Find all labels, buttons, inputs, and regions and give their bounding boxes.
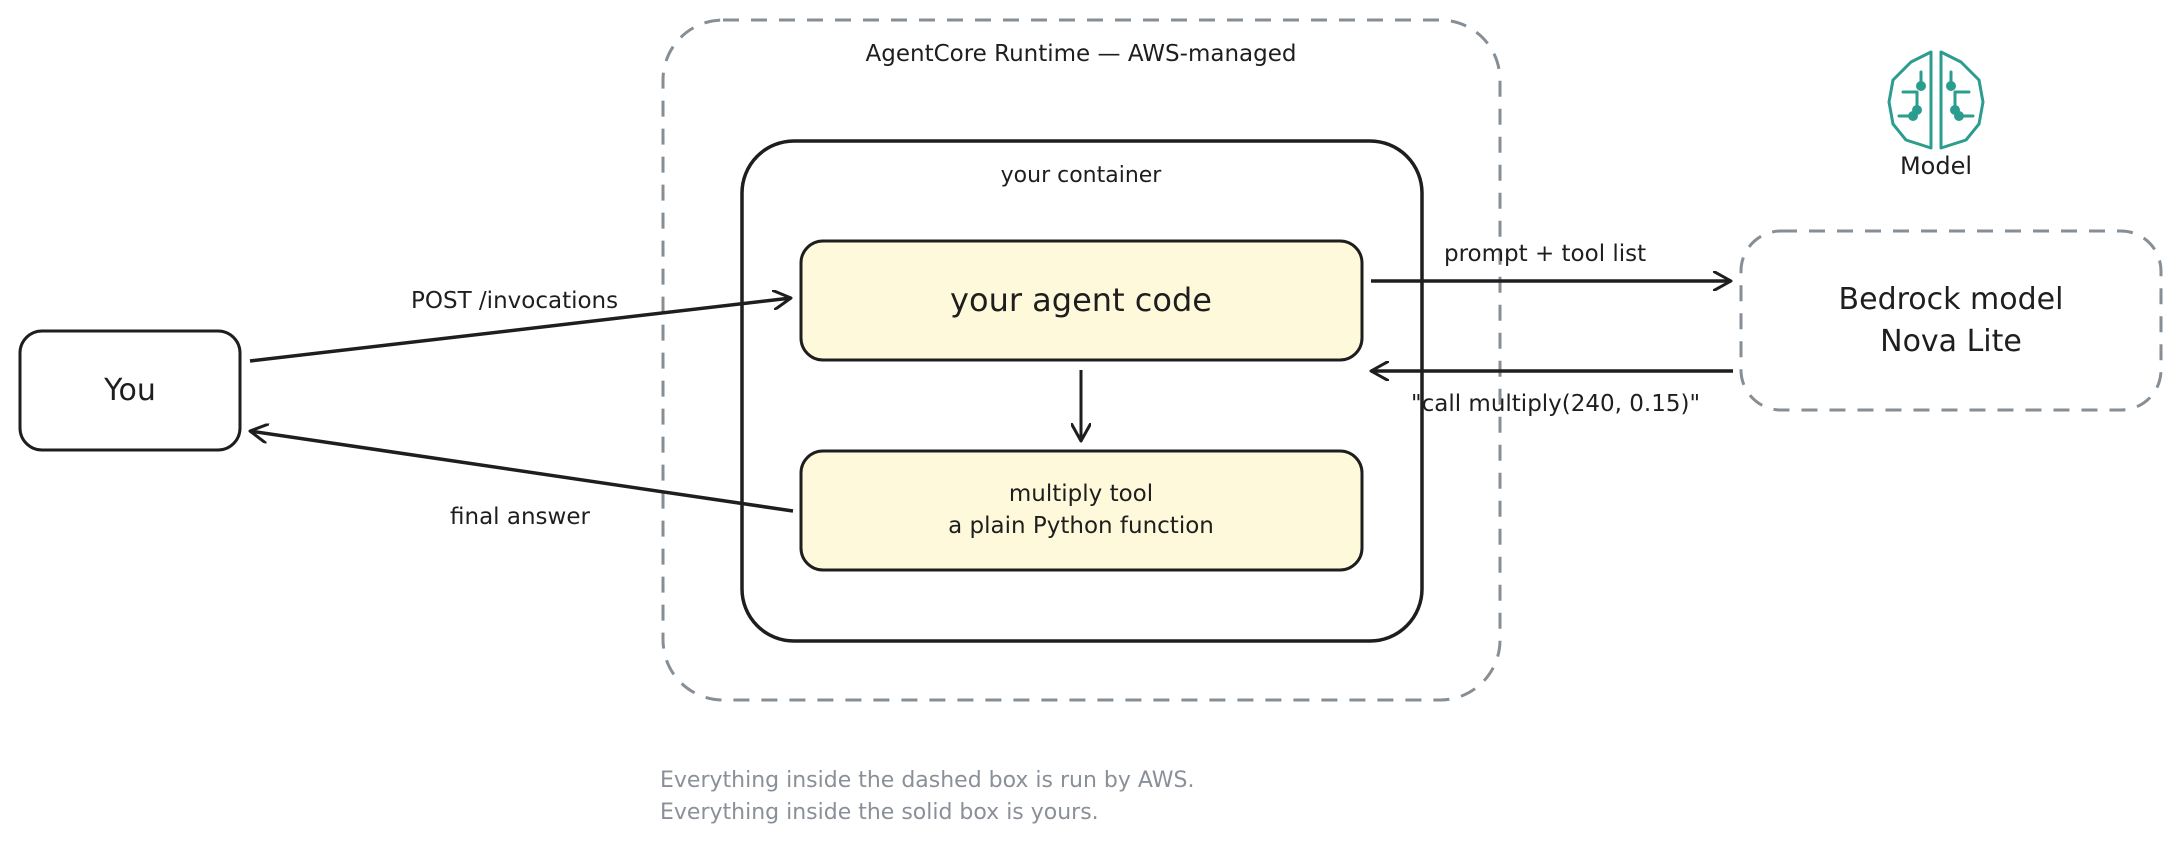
request-arrow xyxy=(249,298,791,363)
tool-label-line2: a plain Python function xyxy=(948,513,1214,539)
footnote: Everything inside the dashed box is run … xyxy=(660,765,1194,829)
you-box xyxy=(18,329,242,452)
prompt-label: prompt + tool list xyxy=(1444,241,1646,267)
tool-box xyxy=(799,449,1364,572)
model-label-line2: Nova Lite xyxy=(1880,324,2022,359)
runtime-label: AgentCore Runtime — AWS-managed xyxy=(866,41,1297,67)
response-arrow xyxy=(250,431,794,513)
container-label: your container xyxy=(1001,163,1163,188)
you-label: You xyxy=(103,373,156,408)
brain-circuit-icon xyxy=(1887,50,1985,150)
agent-code-label: your agent code xyxy=(950,281,1212,319)
footnote-line2: Everything inside the solid box is yours… xyxy=(660,800,1099,825)
model-icon-caption: Model xyxy=(1900,152,1972,180)
request-label: POST /invocations xyxy=(411,288,618,314)
response-label: final answer xyxy=(450,504,590,530)
container-box xyxy=(740,139,1424,643)
model-box xyxy=(1739,229,2163,412)
tool-call-label: "call multiply(240, 0.15)" xyxy=(1411,391,1700,417)
runtime-boundary xyxy=(661,18,1502,702)
model-label-line1: Bedrock model xyxy=(1839,282,2064,317)
agent-code-box xyxy=(799,239,1364,362)
footnote-line1: Everything inside the dashed box is run … xyxy=(660,768,1195,793)
tool-label-line1: multiply tool xyxy=(1009,481,1153,507)
